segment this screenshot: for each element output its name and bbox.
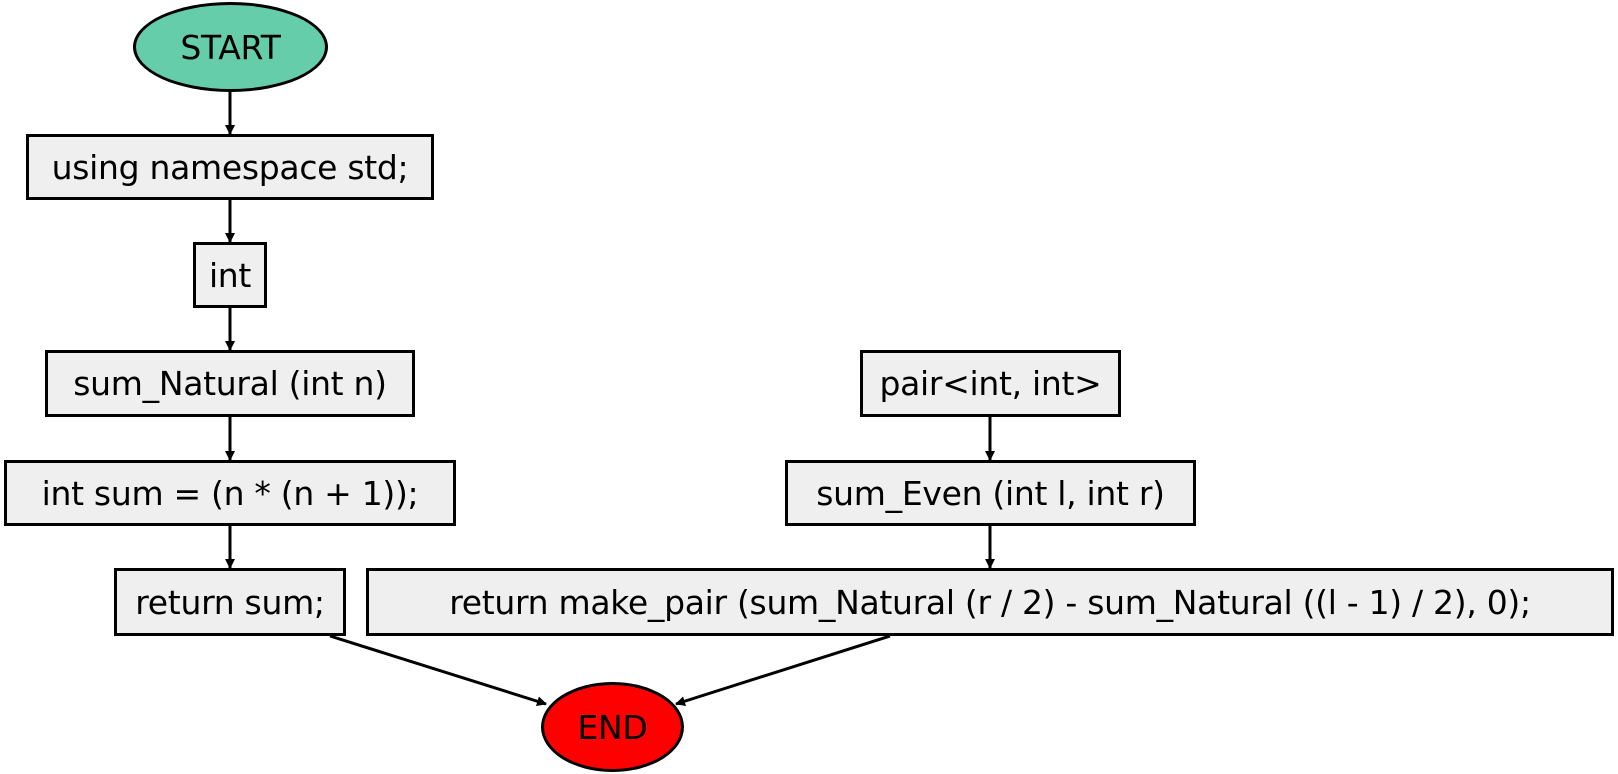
- return-make-pair-node: return make_pair (sum_Natural (r / 2) - …: [366, 568, 1614, 636]
- sum-natural-signature-node: sum_Natural (int n): [45, 350, 415, 417]
- using-namespace-node: using namespace std;: [26, 134, 434, 200]
- return-sum-node: return sum;: [114, 568, 346, 636]
- edge-return-sum-to-end: [329, 634, 547, 707]
- sum-calculation-node: int sum = (n * (n + 1));: [4, 460, 456, 526]
- pair-return-type-node: pair<int, int>: [860, 350, 1121, 417]
- return-type-int-node: int: [193, 242, 267, 308]
- start-node: START: [133, 2, 328, 92]
- sum-even-signature-node: sum_Even (int l, int r): [785, 460, 1196, 526]
- edge-return-pair-to-end: [675, 634, 891, 707]
- end-node: END: [541, 682, 684, 772]
